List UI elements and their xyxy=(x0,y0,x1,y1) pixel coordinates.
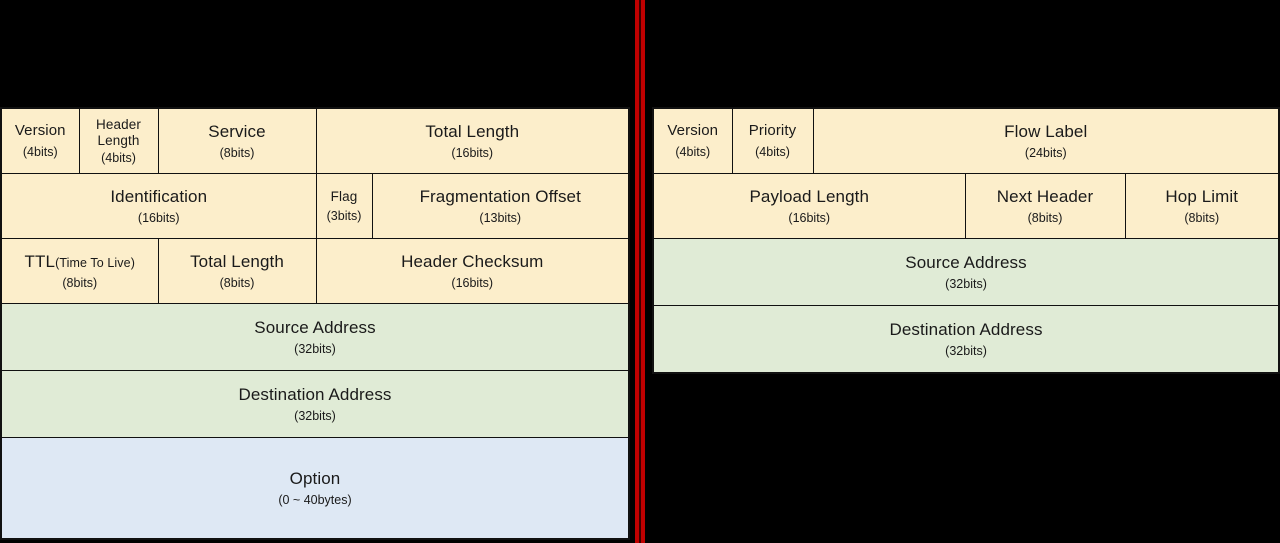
field-label: Payload Length xyxy=(749,186,870,206)
ipv6-row-1: Version (4bits) Priority (4bits) Flow La… xyxy=(652,107,1280,174)
field-bits: (4bits) xyxy=(755,144,790,159)
ipv4-field-flag: Flag (3bits) xyxy=(315,173,373,239)
panel-divider xyxy=(635,0,645,543)
ipv6-field-source-address: Source Address (32bits) xyxy=(652,238,1280,306)
field-bits: (16bits) xyxy=(451,146,494,161)
ipv6-field-version: Version (4bits) xyxy=(652,107,733,174)
field-bits: (3bits) xyxy=(326,209,362,224)
field-label: Source Address xyxy=(905,252,1027,272)
ipv4-row-5: Destination Address (32bits) xyxy=(0,370,630,438)
field-bits: (16bits) xyxy=(451,276,494,291)
field-bits: (13bits) xyxy=(479,211,522,226)
ipv4-field-ttl: TTL(Time To Live) (8bits) xyxy=(0,238,159,304)
ipv4-field-service: Service (8bits) xyxy=(157,107,317,174)
ipv6-row-2: Payload Length (16bits) Next Header (8bi… xyxy=(652,173,1280,239)
field-label: Fragmentation Offset xyxy=(419,186,581,206)
ipv4-field-destination-address: Destination Address (32bits) xyxy=(0,370,630,438)
field-bits: (32bits) xyxy=(294,342,336,357)
field-bits: (4bits) xyxy=(101,150,136,165)
field-label: Version xyxy=(14,122,66,140)
ipv4-field-header-checksum: Header Checksum (16bits) xyxy=(315,238,630,304)
field-sublabel: (Time To Live) xyxy=(55,255,135,270)
ipv4-row-2: Identification (16bits) Flag (3bits) Fra… xyxy=(0,173,630,239)
ipv4-row-6: Option (0 ~ 40bytes) xyxy=(0,437,630,540)
field-bits: (8bits) xyxy=(1184,211,1220,226)
ipv6-header-diagram: Version (4bits) Priority (4bits) Flow La… xyxy=(652,107,1280,374)
divider-core-line xyxy=(639,0,641,543)
field-label: Destination Address xyxy=(238,384,392,404)
ipv6-field-priority: Priority (4bits) xyxy=(731,107,814,174)
field-label: Next Header xyxy=(996,186,1094,206)
field-bits: (0 ~ 40bytes) xyxy=(278,493,352,508)
field-bits: (16bits) xyxy=(788,211,831,226)
field-label: Total Length xyxy=(425,121,520,141)
ipv4-field-fragmentation-offset: Fragmentation Offset (13bits) xyxy=(371,173,630,239)
field-bits: (32bits) xyxy=(945,277,987,292)
field-label: Service xyxy=(208,121,266,141)
field-bits: (32bits) xyxy=(945,344,987,359)
ipv6-field-next-header: Next Header (8bits) xyxy=(964,173,1126,239)
ipv4-field-option: Option (0 ~ 40bytes) xyxy=(0,437,630,540)
ipv6-field-destination-address: Destination Address (32bits) xyxy=(652,305,1280,374)
field-label: Destination Address xyxy=(889,319,1043,339)
field-label: Identification xyxy=(110,186,208,206)
field-label: Total Length xyxy=(190,251,284,271)
field-bits: (8bits) xyxy=(62,276,98,291)
field-bits: (24bits) xyxy=(1024,146,1067,161)
ipv6-row-4: Destination Address (32bits) xyxy=(652,305,1280,374)
ipv4-field-source-address: Source Address (32bits) xyxy=(0,303,630,371)
field-bits: (8bits) xyxy=(1027,211,1063,226)
field-bits: (4bits) xyxy=(22,144,58,159)
field-label: Source Address xyxy=(254,317,376,337)
field-label: Priority xyxy=(748,122,797,140)
field-bits: (32bits) xyxy=(294,409,336,424)
ipv4-field-version: Version (4bits) xyxy=(0,107,80,174)
ipv6-field-flow-label: Flow Label (24bits) xyxy=(812,107,1280,174)
ipv4-field-total-length-top: Total Length (16bits) xyxy=(315,107,630,174)
field-bits: (16bits) xyxy=(137,211,180,226)
ipv6-field-hop-limit: Hop Limit (8bits) xyxy=(1124,173,1280,239)
field-label: Option xyxy=(289,468,341,488)
field-bits: (8bits) xyxy=(219,276,255,291)
field-bits: (4bits) xyxy=(675,144,711,159)
field-label: Header Checksum xyxy=(401,251,544,271)
ipv4-field-identification: Identification (16bits) xyxy=(0,173,317,239)
field-label: Flow Label xyxy=(1004,121,1088,141)
field-bits: (8bits) xyxy=(219,146,255,161)
ipv4-row-4: Source Address (32bits) xyxy=(0,303,630,371)
field-label: Version xyxy=(667,122,719,140)
field-label: Hop Limit xyxy=(1165,186,1239,206)
field-label: TTL(Time To Live) xyxy=(24,251,135,271)
field-label: Flag xyxy=(330,188,358,204)
ipv4-field-total-length-2: Total Length (8bits) xyxy=(157,238,317,304)
ipv4-row-3: TTL(Time To Live) (8bits) Total Length (… xyxy=(0,238,630,304)
ipv6-field-payload-length: Payload Length (16bits) xyxy=(652,173,966,239)
ipv6-row-3: Source Address (32bits) xyxy=(652,238,1280,306)
